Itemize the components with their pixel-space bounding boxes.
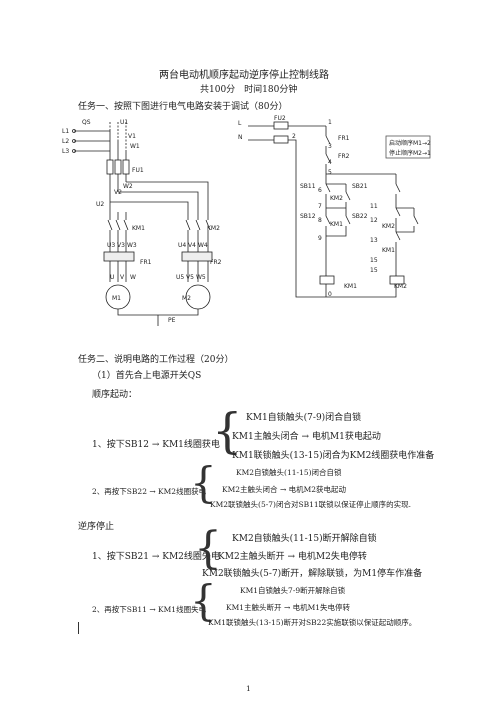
label-V5: V5 xyxy=(186,274,194,281)
label-W3: W3 xyxy=(127,242,137,249)
label-V4: V4 xyxy=(188,242,196,249)
label-V: V xyxy=(120,274,125,281)
label-L3: L3 xyxy=(62,148,69,155)
page-title: 两台电动机顺序起动逆序停止控制线路 xyxy=(159,70,329,81)
label-FU2: FU2 xyxy=(274,115,286,122)
start2-brace: { xyxy=(190,458,217,507)
label-U3: U3 xyxy=(107,242,115,249)
stop1-brace: { xyxy=(194,523,222,574)
label-L: L xyxy=(238,120,242,127)
start2-lead: 2、再按下SB22 → KM2线圈获电 xyxy=(92,487,207,496)
label-KM2-hold: KM2 xyxy=(382,223,395,230)
label-FR1: FR1 xyxy=(140,259,152,266)
sequence-start-heading: 顺序起动： xyxy=(92,390,138,400)
label-V3: V3 xyxy=(117,242,125,249)
step1-text: （1）首先合上电源开关QS xyxy=(92,371,202,381)
sequence-box-line2: 停止顺序M2→1 xyxy=(389,149,431,157)
sequence-box-line1: 启动顺序M1→2 xyxy=(389,139,431,147)
start2-line1: KM2自锁触头(11-15)闭合自锁 xyxy=(236,468,342,477)
label-W4: W4 xyxy=(198,242,208,249)
node-15: 15 xyxy=(370,267,378,274)
label-PE: PE xyxy=(168,317,176,324)
main-circuit-diagram: L1 L2 L3 QS U1 V1 W1 FU1 V2 W2 U2 KM1 KM… xyxy=(62,119,222,326)
start1-line1: KM1自锁触头(7-9)闭合自锁 xyxy=(246,413,362,423)
node-12: 12 xyxy=(370,217,378,224)
label-KM1-hold: KM1 xyxy=(330,221,343,228)
label-KM2: KM2 xyxy=(207,225,220,232)
label-W: W xyxy=(130,274,136,281)
start1-brace: { xyxy=(212,403,243,459)
label-KM1: KM1 xyxy=(132,225,145,232)
node-2: 2 xyxy=(292,133,296,140)
label-V2: V2 xyxy=(114,189,122,196)
label-KM2-interlock: KM2 xyxy=(330,195,343,202)
label-L2: L2 xyxy=(62,138,69,145)
label-KM2-coil: KM2 xyxy=(394,283,407,290)
start1-line3: KM1联锁触头(13-15)闭合为KM2线圈获电作准备 xyxy=(232,451,435,461)
label-V1: V1 xyxy=(128,133,136,140)
label-W2: W2 xyxy=(123,183,133,190)
page-subtitle: 共100分 时间180分钟 xyxy=(200,85,298,95)
label-N: N xyxy=(238,134,243,141)
label-L1: L1 xyxy=(62,128,69,135)
label-SB12: SB12 xyxy=(300,213,316,220)
node-6: 6 xyxy=(318,187,322,194)
label-KM1-coil: KM1 xyxy=(344,283,357,290)
node-13: 13 xyxy=(370,237,378,244)
label-W5: W5 xyxy=(196,274,206,281)
label-U4: U4 xyxy=(178,242,186,249)
label-FR2: FR2 xyxy=(210,259,222,266)
label-SB22: SB22 xyxy=(352,213,368,220)
page-number: 1 xyxy=(246,684,251,693)
sequence-stop-heading: 逆序停止 xyxy=(78,522,115,532)
stop2-line2: KM1主触头断开 → 电机M1失电停转 xyxy=(226,603,351,612)
stop2-line3: KM1联锁触头(13-15)断开对SB22实施联锁以保证起动顺序。 xyxy=(208,618,417,627)
label-U5: U5 xyxy=(176,274,184,281)
node-8: 8 xyxy=(318,217,322,224)
stop2-line1: KM1自锁触头7-9断开解除自锁 xyxy=(240,586,346,595)
start1-lead: 1、按下SB12 → KM1线圈获电 xyxy=(92,440,220,450)
label-FR2-contact: FR2 xyxy=(338,153,350,160)
label-SB21: SB21 xyxy=(352,183,368,190)
control-circuit-diagram: L N FU2 FR1 FR2 SB11 SB21 SB12 SB22 KM2 … xyxy=(238,115,431,298)
label-W1: W1 xyxy=(130,143,140,150)
label-U1: U1 xyxy=(120,119,128,126)
start2-line3: KM2联锁触头(5-7)闭合对SB11联锁以保证停止顺序的实现. xyxy=(210,500,412,509)
label-U: U xyxy=(110,274,114,281)
stop1-line3: KM2联锁触头(5-7)断开，解除联锁，为M1停车作准备 xyxy=(202,569,423,579)
label-M1: M1 xyxy=(112,295,121,302)
margin-mark xyxy=(78,622,79,634)
task2-heading: 任务二、说明电路的工作过程（20分） xyxy=(78,355,234,365)
start1-line2: KM1主触头闭合 → 电机M1获电起动 xyxy=(232,432,381,442)
stop2-lead: 2、再按下SB11 → KM1线圈失电 xyxy=(92,605,207,614)
label-SB11: SB11 xyxy=(300,183,316,190)
start2-line2: KM2主触头闭合 → 电机M2获电起动 xyxy=(222,485,347,494)
node-11: 11 xyxy=(370,203,378,210)
node-4: 4 xyxy=(328,159,332,166)
label-FU1: FU1 xyxy=(132,167,144,174)
node-15b: 15 xyxy=(370,257,378,264)
node-1: 1 xyxy=(328,119,332,126)
stop2-brace: { xyxy=(190,576,217,625)
label-U2: U2 xyxy=(96,201,104,208)
task1-heading: 任务一、按照下图进行电气电路安装于调试（80分） xyxy=(78,102,288,112)
node-9: 9 xyxy=(318,235,322,242)
label-QS: QS xyxy=(82,119,91,126)
stop1-lead: 1、按下SB21 → KM2线圈失电 xyxy=(92,552,220,562)
node-3: 3 xyxy=(328,143,332,150)
label-KM1-interlock: KM1 xyxy=(382,247,395,254)
label-FR1-contact: FR1 xyxy=(338,135,350,142)
node-5: 5 xyxy=(328,169,332,176)
stop1-line2: KM2主触头断开 → 电机M2失电停转 xyxy=(218,552,367,562)
node-7: 7 xyxy=(318,203,322,210)
node-0: 0 xyxy=(328,291,332,298)
label-M2: M2 xyxy=(182,295,191,302)
stop1-line1: KM2自锁触头(11-15)断开解除自锁 xyxy=(232,534,377,544)
